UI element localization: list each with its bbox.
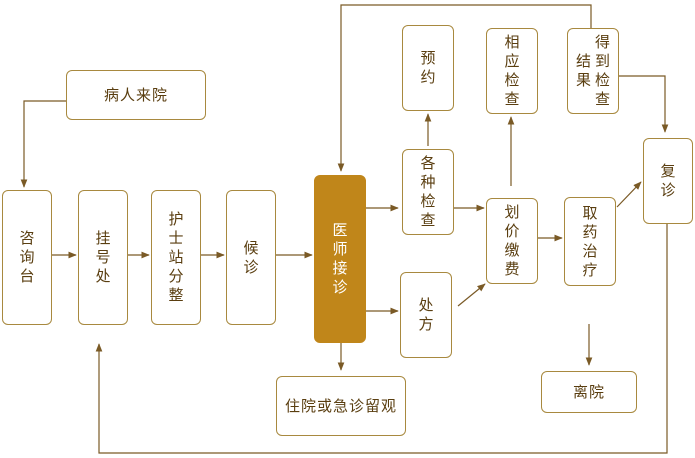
arrow-medicine-to-followup	[616, 181, 642, 208]
node-waiting: 候诊	[226, 190, 276, 325]
node-follow-up: 复诊	[643, 138, 693, 224]
node-label: 住院或急诊留观	[284, 396, 397, 415]
node-label: 咨询台	[19, 229, 35, 285]
node-prescription: 处方	[400, 272, 452, 358]
node-label: 医师接诊	[332, 221, 348, 296]
arrow-patient-to-inquiry	[20, 100, 66, 188]
arrow-prescription-to-billing	[457, 283, 486, 307]
node-inquiry-desk: 咨询台	[2, 190, 52, 325]
node-related-exams: 相应检查	[486, 28, 538, 114]
node-label: 各种检查	[420, 154, 436, 229]
node-examinations: 各种检查	[402, 149, 454, 235]
node-label-col1: 结果	[576, 52, 592, 89]
node-label: 取药治疗	[582, 203, 598, 279]
node-medicine-treatment: 取药治疗	[564, 197, 616, 286]
node-patient-arrives: 病人来院	[66, 70, 206, 120]
node-label: 挂号处	[95, 229, 111, 285]
node-label: 离院	[572, 382, 605, 401]
node-nurse-triage: 护士站分整	[151, 190, 201, 325]
node-label-col2: 得到检查	[595, 33, 611, 108]
node-label: 预约	[420, 49, 436, 86]
node-hospitalize-or-observe: 住院或急诊留观	[276, 376, 406, 436]
node-label: 划价缴费	[504, 203, 520, 278]
arrow-results-to-followup	[619, 75, 669, 133]
arrow-followup-loop-to-registration	[95, 224, 668, 454]
node-leave-hospital: 离院	[541, 371, 637, 413]
arrow-results-loop-to-doctor	[337, 4, 592, 172]
node-billing: 划价缴费	[486, 198, 538, 284]
node-appointment: 预约	[402, 25, 454, 111]
node-get-results: 结果 得到检查	[567, 28, 619, 114]
node-doctor-consult: 医师接诊	[314, 175, 366, 343]
node-label: 相应检查	[504, 33, 520, 108]
node-label: 处方	[418, 296, 434, 333]
node-label: 病人来院	[103, 85, 168, 104]
node-label: 候诊	[243, 238, 259, 276]
node-label: 复诊	[660, 162, 676, 199]
node-registration: 挂号处	[78, 190, 128, 325]
node-label: 护士站分整	[168, 210, 184, 304]
